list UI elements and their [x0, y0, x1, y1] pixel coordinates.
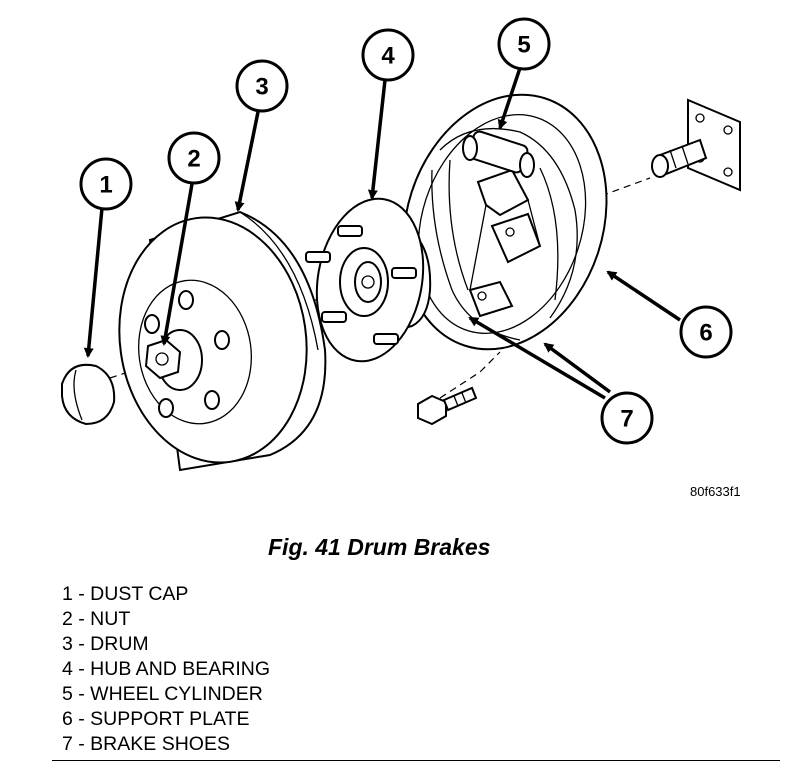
- callout-6: 6: [679, 305, 733, 359]
- callout-5: 5: [497, 17, 551, 71]
- svg-text:6: 6: [699, 320, 712, 347]
- brake-drum: [118, 210, 327, 472]
- callout-2: 2: [167, 131, 221, 185]
- callout-4: 4: [361, 28, 415, 82]
- dust-cap: [61, 363, 116, 426]
- legend-item: 5 - WHEEL CYLINDER: [62, 683, 263, 705]
- callout-3: 3: [235, 59, 289, 113]
- legend-item: 6 - SUPPORT PLATE: [62, 708, 250, 730]
- callout-1: 1: [79, 157, 133, 211]
- axle-spindle: [651, 98, 741, 192]
- svg-text:7: 7: [620, 406, 633, 433]
- wheel-studs: [305, 225, 417, 345]
- nut: [144, 338, 182, 380]
- legend-item: 2 - NUT: [62, 608, 131, 630]
- svg-text:3: 3: [255, 74, 268, 101]
- legend-item: 7 - BRAKE SHOES: [62, 733, 230, 755]
- svg-text:2: 2: [187, 146, 200, 173]
- callout-7: 7: [600, 391, 654, 445]
- legend-item: 1 - DUST CAP: [62, 583, 189, 605]
- legend-item: 4 - HUB AND BEARING: [62, 658, 271, 680]
- bottom-rule: [52, 760, 780, 761]
- legend-item: 3 - DRUM: [62, 633, 149, 655]
- figure-code: 80f633f1: [690, 484, 741, 499]
- support-plate-assembly: [402, 93, 608, 351]
- leader-lines: [83, 67, 681, 400]
- center-axis: [109, 177, 651, 399]
- parts-legend: 1 - DUST CAP 2 - NUT 3 - DRUM 4 - HUB AN…: [62, 582, 270, 757]
- drum-brake-diagram: 1 2 3 4 5 6 7: [61, 17, 741, 472]
- lug-holes: [144, 290, 230, 418]
- hub-and-bearing: [305, 197, 432, 363]
- svg-text:4: 4: [381, 43, 395, 70]
- mounting-bolt: [417, 386, 478, 426]
- svg-text:5: 5: [517, 32, 530, 59]
- figure-caption: Fig. 41 Drum Brakes: [268, 534, 491, 560]
- svg-text:1: 1: [99, 172, 112, 199]
- wheel-cylinder: [462, 130, 535, 178]
